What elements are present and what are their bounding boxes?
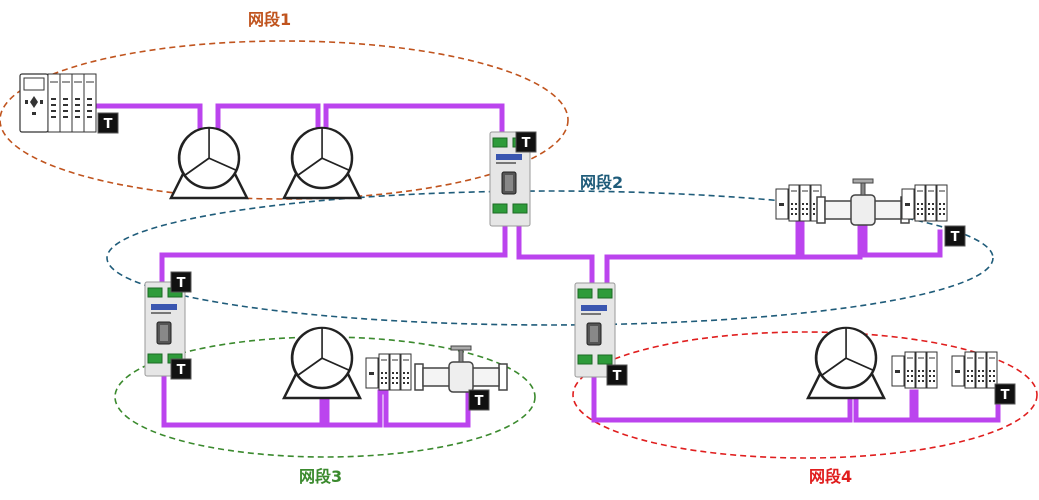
remote-io-rack xyxy=(891,351,938,389)
segment-2-boundary xyxy=(106,190,994,326)
terminator: T xyxy=(170,358,192,380)
terminator: T xyxy=(468,389,490,411)
pump-icon xyxy=(806,326,886,400)
pump-icon xyxy=(282,126,362,200)
svg-text:T: T xyxy=(177,276,186,291)
remote-io-rack xyxy=(365,353,412,391)
valve-icon xyxy=(414,345,508,393)
terminator: T xyxy=(994,383,1016,405)
valve-icon xyxy=(816,178,910,226)
segment-4-label: 网段4 xyxy=(809,467,852,486)
bus-segment-2-upper xyxy=(604,219,943,293)
svg-text:T: T xyxy=(951,230,960,245)
segment-3-label: 网段3 xyxy=(299,467,342,486)
pump-icon xyxy=(169,126,249,200)
svg-text:T: T xyxy=(475,394,484,409)
bus-segment-2 xyxy=(159,215,508,293)
terminator: T xyxy=(170,271,192,293)
pump-icon xyxy=(282,326,362,400)
segment-1-label: 网段1 xyxy=(248,10,291,29)
svg-text:T: T xyxy=(1001,388,1010,403)
bus-segment-3 xyxy=(161,359,471,428)
terminator: T xyxy=(97,112,119,134)
repeater-2-4 xyxy=(574,282,616,378)
terminator: T xyxy=(944,225,966,247)
segment-4-boundary xyxy=(572,331,1038,459)
remote-io-rack xyxy=(951,351,998,389)
remote-io-rack xyxy=(901,184,948,222)
segment-2-label: 网段2 xyxy=(580,173,623,192)
svg-text:T: T xyxy=(522,136,531,151)
svg-text:T: T xyxy=(177,363,186,378)
segment-1-boundary xyxy=(0,40,569,200)
terminator: T xyxy=(606,364,628,386)
bus-segment-2-east xyxy=(516,215,595,293)
svg-text:T: T xyxy=(104,117,113,132)
bus-segment-4 xyxy=(591,359,1001,423)
controller-hmi xyxy=(19,73,97,133)
terminator: T xyxy=(515,131,537,153)
remote-io-rack xyxy=(775,184,822,222)
svg-text:T: T xyxy=(613,369,622,384)
